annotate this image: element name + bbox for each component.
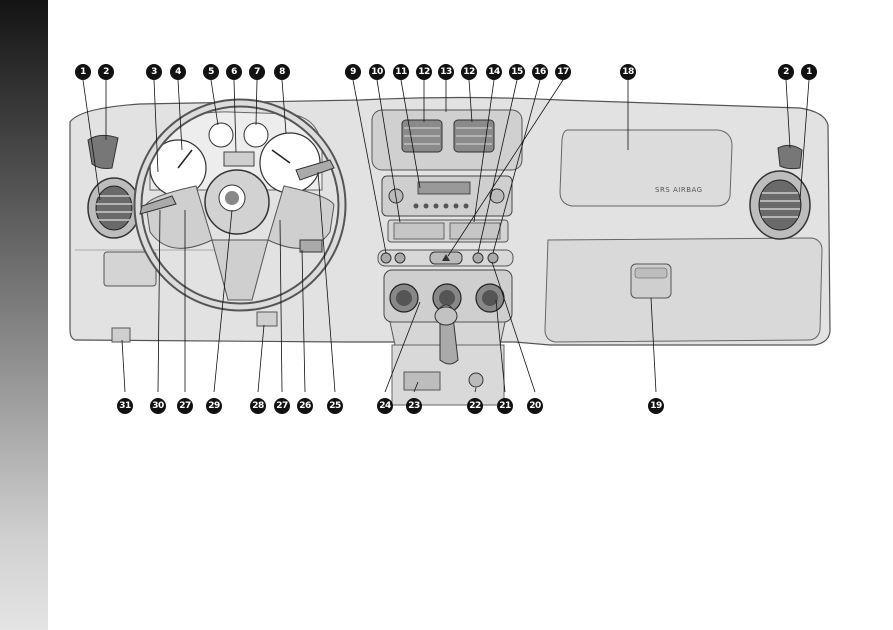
callout-27-left: 27 (177, 398, 193, 414)
callout-28: 28 (250, 398, 266, 414)
callout-19: 19 (648, 398, 664, 414)
callout-5: 5 (203, 64, 219, 80)
callout-13: 13 (438, 64, 454, 80)
callout-29: 29 (206, 398, 222, 414)
callout-11: 11 (393, 64, 409, 80)
callout-16: 16 (532, 64, 548, 80)
callout-25: 25 (327, 398, 343, 414)
callout-2-right: 2 (778, 64, 794, 80)
callout-14: 14 (486, 64, 502, 80)
callout-17: 17 (555, 64, 571, 80)
callout-6: 6 (226, 64, 242, 80)
callout-15: 15 (509, 64, 525, 80)
callout-26: 26 (297, 398, 313, 414)
callout-4: 4 (170, 64, 186, 80)
callout-24: 24 (377, 398, 393, 414)
callout-27-right: 27 (274, 398, 290, 414)
callout-10: 10 (369, 64, 385, 80)
callout-1-left: 1 (75, 64, 91, 80)
callout-22: 22 (467, 398, 483, 414)
callout-30: 30 (150, 398, 166, 414)
airbag-label: SRS AIRBAG (655, 186, 703, 194)
callout-3: 3 (146, 64, 162, 80)
callout-18: 18 (620, 64, 636, 80)
callout-12-left: 12 (416, 64, 432, 80)
callout-21: 21 (497, 398, 513, 414)
callout-1-right: 1 (801, 64, 817, 80)
callout-7: 7 (249, 64, 265, 80)
callout-20: 20 (527, 398, 543, 414)
callout-2-left: 2 (98, 64, 114, 80)
callout-31: 31 (117, 398, 133, 414)
callout-12-right: 12 (461, 64, 477, 80)
callout-23: 23 (406, 398, 422, 414)
callout-8: 8 (274, 64, 290, 80)
callout-9: 9 (345, 64, 361, 80)
chapter-side-tab (0, 0, 48, 630)
